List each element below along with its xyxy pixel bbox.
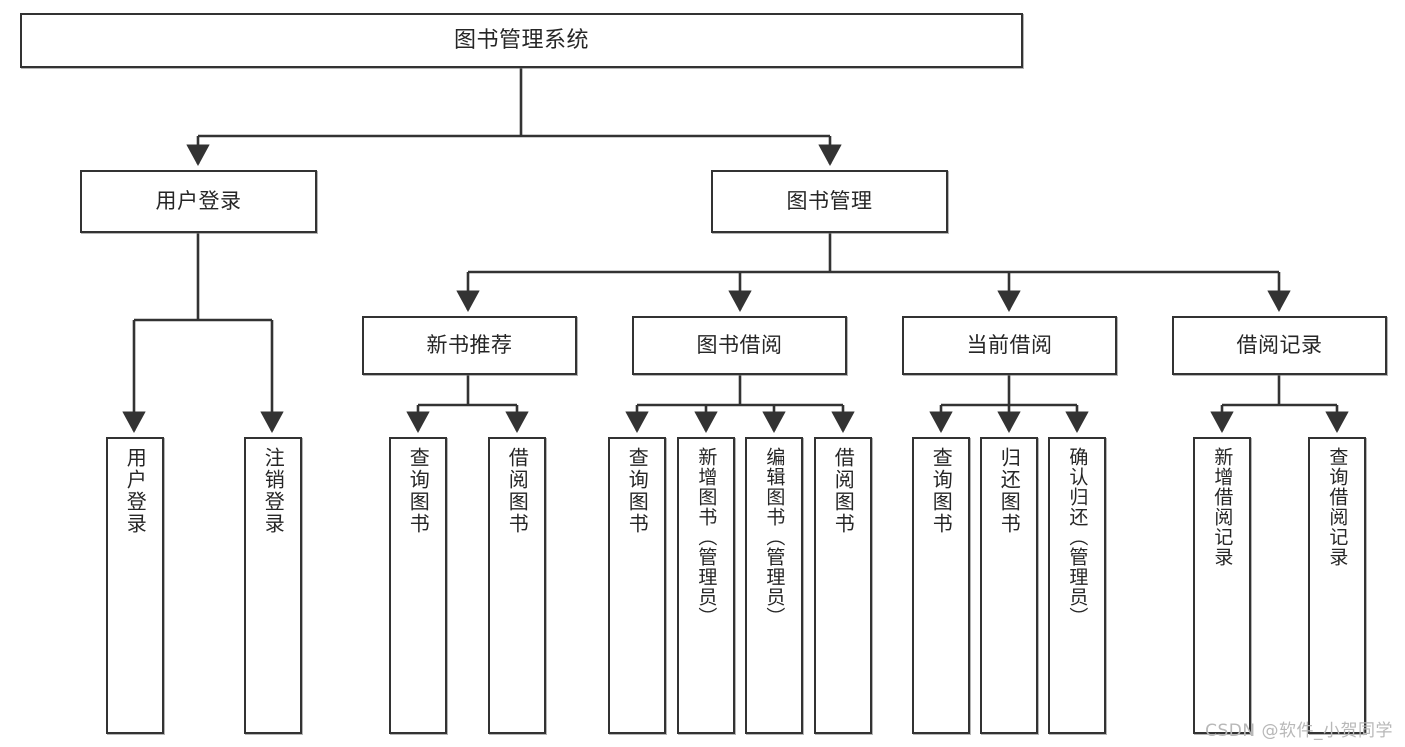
leaf-user-login-signin[interactable]: 用户登录 [106, 437, 164, 734]
node-root-book-management-system[interactable]: 图书管理系统 [20, 13, 1023, 68]
node-root-label: 图书管理系统 [453, 27, 589, 53]
node-borrow-records-label: 借阅记录 [1236, 333, 1323, 358]
leaf-current-confirm-return-admin-label: 确认归还（管理员） [1066, 447, 1089, 627]
leaf-borrow-add-book-admin[interactable]: 新增图书（管理员） [677, 437, 735, 734]
node-new-book-recommend[interactable]: 新书推荐 [362, 316, 577, 375]
leaf-current-query-book[interactable]: 查询图书 [912, 437, 970, 734]
leaf-borrow-query-book-label: 查询图书 [625, 447, 650, 535]
leaf-records-query-record[interactable]: 查询借阅记录 [1308, 437, 1366, 734]
node-book-borrow-label: 图书借阅 [696, 333, 783, 358]
leaf-records-add-record-label: 新增借阅记录 [1211, 447, 1234, 567]
node-book-management[interactable]: 图书管理 [711, 170, 948, 233]
leaf-current-query-book-label: 查询图书 [929, 447, 954, 535]
leaf-new-book-query[interactable]: 查询图书 [389, 437, 447, 734]
leaf-current-confirm-return-admin[interactable]: 确认归还（管理员） [1048, 437, 1106, 734]
leaf-borrow-query-book[interactable]: 查询图书 [608, 437, 666, 734]
leaf-current-return-book[interactable]: 归还图书 [980, 437, 1038, 734]
leaf-borrow-add-book-admin-label: 新增图书（管理员） [695, 447, 718, 627]
leaf-new-book-borrow-label: 借阅图书 [505, 447, 530, 535]
leaf-new-book-borrow[interactable]: 借阅图书 [488, 437, 546, 734]
leaf-new-book-query-label: 查询图书 [406, 447, 431, 535]
node-user-login[interactable]: 用户登录 [80, 170, 317, 233]
leaf-user-login-signin-label: 用户登录 [123, 447, 148, 535]
leaf-borrow-edit-book-admin-label: 编辑图书（管理员） [763, 447, 786, 627]
leaf-current-return-book-label: 归还图书 [997, 447, 1022, 535]
leaf-borrow-edit-book-admin[interactable]: 编辑图书（管理员） [745, 437, 803, 734]
node-current-borrow-label: 当前借阅 [966, 333, 1053, 358]
node-book-borrow[interactable]: 图书借阅 [632, 316, 847, 375]
leaf-records-query-record-label: 查询借阅记录 [1326, 447, 1349, 567]
watermark-text: CSDN @软件_小贺同学 [1205, 721, 1393, 741]
node-borrow-records[interactable]: 借阅记录 [1172, 316, 1387, 375]
node-user-login-label: 用户登录 [155, 189, 242, 214]
leaf-borrow-borrow-book-label: 借阅图书 [831, 447, 856, 535]
leaf-records-add-record[interactable]: 新增借阅记录 [1193, 437, 1251, 734]
node-new-book-recommend-label: 新书推荐 [426, 333, 513, 358]
leaf-user-login-signout-label: 注销登录 [261, 447, 286, 535]
node-current-borrow[interactable]: 当前借阅 [902, 316, 1117, 375]
leaf-borrow-borrow-book[interactable]: 借阅图书 [814, 437, 872, 734]
node-book-management-label: 图书管理 [786, 189, 873, 214]
leaf-user-login-signout[interactable]: 注销登录 [244, 437, 302, 734]
